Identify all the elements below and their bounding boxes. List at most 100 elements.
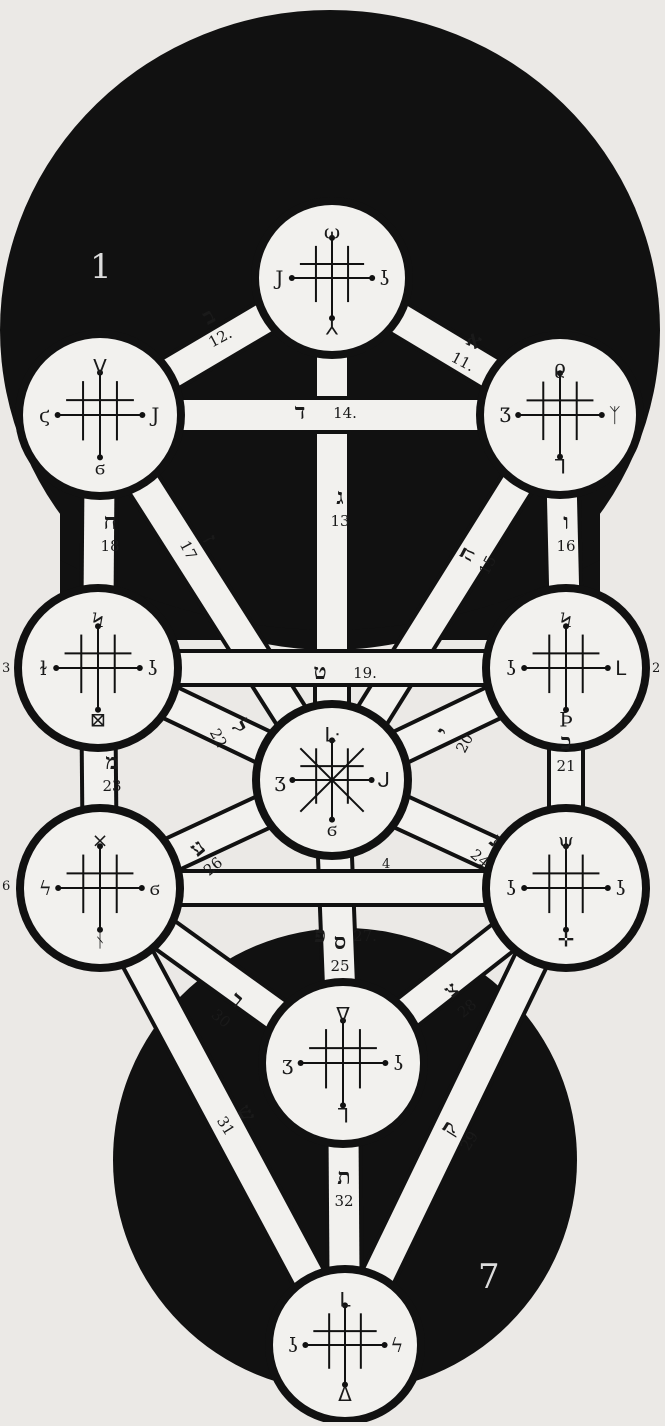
sephirah-mid-left: Ϟ ⊠ ɫ ʖ xyxy=(14,584,182,752)
sigil-glyph-top: ᐁ xyxy=(336,1002,350,1026)
sigil-glyph-left: Ʒ xyxy=(500,403,511,427)
sigil-dot xyxy=(382,1342,388,1348)
sigil-glyph-bottom: ⊠ xyxy=(90,708,107,732)
path-letter-21: כ xyxy=(561,729,572,755)
sigil-glyph-left: ϛ xyxy=(39,403,50,427)
sigil-glyph-left: ʖ xyxy=(288,1333,299,1357)
sigil-dot xyxy=(599,412,605,418)
path-number-23: 23 xyxy=(102,777,121,795)
sigil-glyph-top: Ϟ xyxy=(92,608,104,632)
path-number-21: 21 xyxy=(556,757,575,775)
path-letter-16: ו xyxy=(563,509,569,535)
sigil-glyph-right: ᛉ xyxy=(609,403,621,427)
sigil-glyph-top: ω xyxy=(324,220,340,244)
sigil-dot xyxy=(515,412,521,418)
sigil-glyph-top: ᒪ xyxy=(339,1287,351,1311)
sigil-glyph-right: ϭ xyxy=(150,876,160,900)
sigil-dot xyxy=(289,777,295,783)
sigil-glyph-bottom: ᚾ xyxy=(94,928,106,952)
sigil-dot xyxy=(605,665,611,671)
sigil-glyph-right: ʖ xyxy=(393,1051,404,1075)
big-label-1: 1 xyxy=(90,247,112,287)
sigil-dot xyxy=(521,885,527,891)
sigil-glyph-bottom: ϭ xyxy=(327,817,337,841)
sigil-dot xyxy=(302,1342,308,1348)
sigil-glyph-left: ʖ xyxy=(506,876,517,900)
path-letter-25: ס xyxy=(334,929,347,955)
path-label-23: מ 23 xyxy=(102,749,121,795)
sigil-glyph-bottom: ᒣ xyxy=(554,455,566,479)
sigil-dot xyxy=(55,412,61,418)
sigil-dot xyxy=(55,885,61,891)
path-number-18: 18 xyxy=(100,537,119,555)
sigil-glyph-bottom: ⅄ xyxy=(325,316,339,340)
sigil-glyph-left: ʖ xyxy=(506,656,517,680)
path-letter-13: ג xyxy=(336,484,343,510)
sigil-glyph-left: ϟ xyxy=(39,876,52,900)
sigil-glyph-top: ᐯ xyxy=(93,354,107,378)
path-letter-23: מ xyxy=(105,749,118,775)
sephirah-lower-center: ᐁ ᒣ ʒ ʖ xyxy=(258,978,428,1148)
sigil-glyph-left: Ϳ xyxy=(273,266,283,290)
sephirah-bottom: ᒪ ᐃ ʖ ϟ xyxy=(265,1265,425,1422)
sigil-glyph-top: ϱ xyxy=(554,355,566,379)
sigil-glyph-right: Ϳ xyxy=(149,403,159,427)
sigil-glyph-bottom: ϭ xyxy=(95,455,105,479)
sigil-glyph-top: ψ xyxy=(558,828,574,852)
sigil-glyph-right: ʖ xyxy=(379,266,390,290)
sigil-glyph-left: ɫ xyxy=(39,656,47,680)
path-number-16: 16 xyxy=(556,537,575,555)
sigil-glyph-bottom: ᒣ xyxy=(337,1103,349,1127)
sephirah-center: ᒷ ϭ ʒ ᒍ xyxy=(252,700,412,860)
sigil-dot xyxy=(369,275,375,281)
sigil-dot xyxy=(53,665,59,671)
path-number-14: 14. xyxy=(333,404,357,422)
sigil-glyph-left: ʒ xyxy=(275,768,286,792)
sephirah-upper-left: ᐯ ϭ ϛ Ϳ xyxy=(15,330,185,500)
path-number-27: 27. xyxy=(353,927,377,945)
sigil-glyph-right: ʖ xyxy=(147,656,158,680)
side-label-4: 4 xyxy=(382,857,390,872)
path-number-32: 32 xyxy=(334,1192,353,1210)
sigil-glyph-right: ᒪ xyxy=(615,656,627,680)
side-label-3: 3 xyxy=(2,661,10,676)
sigil-glyph-bottom: ᐃ xyxy=(338,1382,352,1406)
sigil-glyph-right: ϟ xyxy=(390,1333,403,1357)
sigil-glyph-bottom: ✛ xyxy=(558,928,575,952)
path-letter-32: ת xyxy=(337,1164,350,1190)
path-label-32: ת 32 xyxy=(334,1164,353,1210)
path-letter-18: ח xyxy=(103,509,116,535)
sigil-dot xyxy=(289,275,295,281)
path-number-19: 19. xyxy=(353,664,377,682)
path-letter-19: ט xyxy=(313,659,326,685)
sigil-glyph-top: ᒷ xyxy=(324,722,339,746)
sigil-glyph-right: ᒍ xyxy=(378,768,391,792)
sigil-dot xyxy=(521,665,527,671)
sigil-dot xyxy=(139,412,145,418)
path-number-25: 25 xyxy=(330,957,349,975)
path-number-13: 13 xyxy=(330,512,349,530)
big-label-7: 7 xyxy=(478,1257,500,1297)
sephirah-lower-left: × ᚾ ϟ ϭ xyxy=(16,804,184,972)
path-letter-14: ד xyxy=(295,399,306,425)
sephirah-lower-right: ψ ✛ ʖ ʖ xyxy=(482,804,650,972)
sigil-lines xyxy=(289,737,374,822)
path-letter-27: פ xyxy=(314,922,326,948)
side-label-2: 2 xyxy=(652,661,660,676)
sigil-glyph-right: ʖ xyxy=(615,876,626,900)
sephirah-upper-right: ϱ ᒣ Ʒ ᛉ xyxy=(476,331,644,499)
sigil-dot xyxy=(139,885,145,891)
sigil-glyph-top: Ϟ xyxy=(560,608,572,632)
sigil-dot xyxy=(298,1060,304,1066)
side-label-6: 6 xyxy=(2,879,10,894)
sigil-dot xyxy=(382,1060,388,1066)
sigil-dot xyxy=(605,885,611,891)
sigil-glyph-left: ʒ xyxy=(282,1051,293,1075)
sigil-dot xyxy=(369,777,375,783)
sigil-glyph-top: × xyxy=(92,828,109,852)
sigil-dot xyxy=(137,665,143,671)
